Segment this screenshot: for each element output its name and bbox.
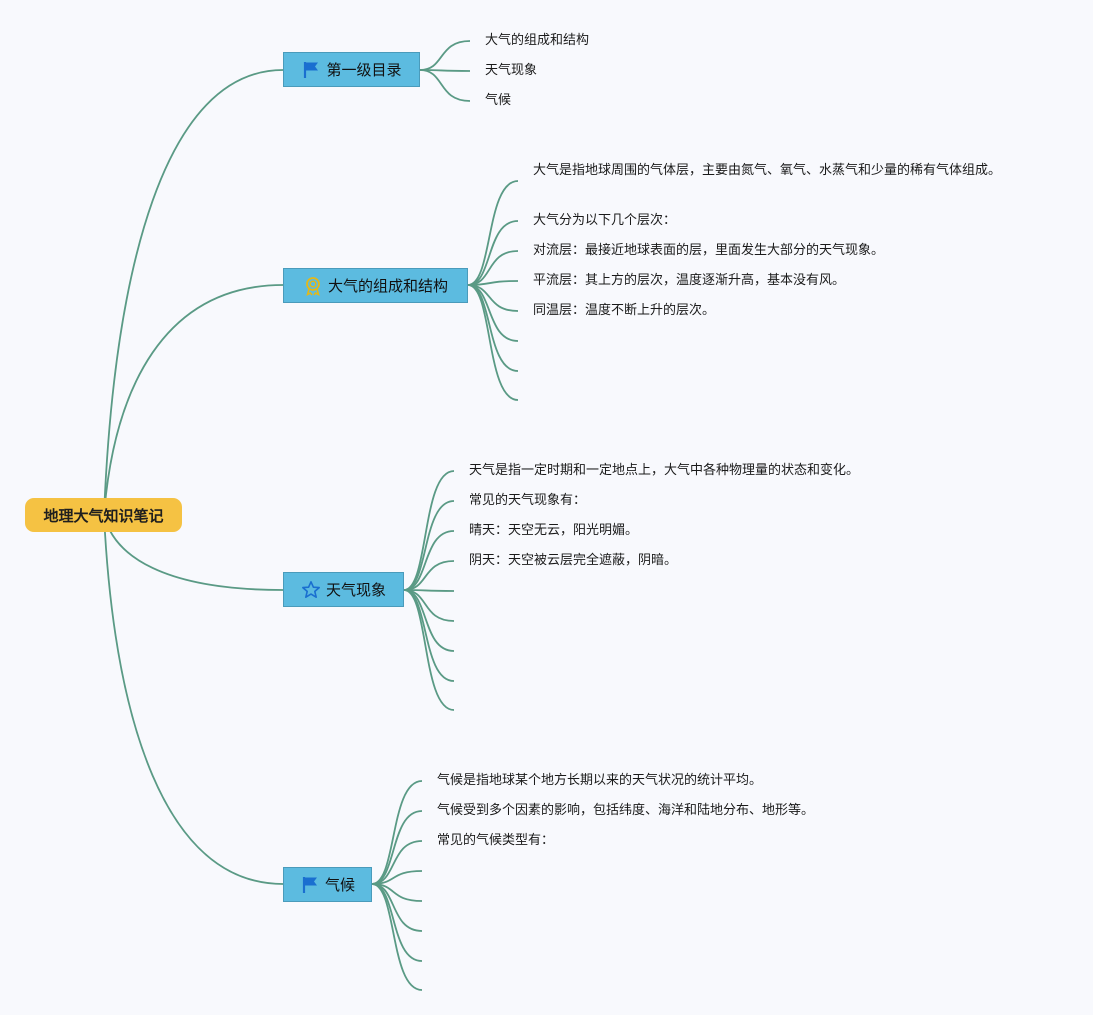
leaf-branch-line (371, 780, 423, 885)
root-topic-label: 地理大气知识笔记 (43, 506, 164, 525)
topic-label: 第一级目录 (326, 61, 402, 79)
leaf-branch-line (419, 69, 471, 102)
leaf-branch-line (371, 883, 423, 932)
leaf-note[interactable]: 阴天：天空被云层完全遮蔽，阴暗。 (469, 553, 678, 568)
leaf-branch-line (371, 883, 423, 991)
star-icon (301, 580, 321, 600)
leaf-note[interactable]: 同温层：温度不断上升的层次。 (533, 303, 716, 318)
flag-icon (301, 60, 321, 80)
leaf-note[interactable]: 常见的天气现象有： (469, 493, 587, 508)
root-branch-line (103, 69, 284, 516)
leaf-directory-item[interactable]: 大气的组成和结构 (485, 33, 590, 48)
topic-label: 天气现象 (325, 581, 386, 599)
leaf-branch-line (467, 284, 519, 342)
root-topic[interactable]: 地理大气知识笔记 (25, 498, 182, 532)
topic-weather-phenomena[interactable]: 天气现象 (283, 572, 404, 607)
leaf-note[interactable]: 对流层：最接近地球表面的层，里面发生大部分的天气现象。 (533, 243, 885, 258)
topic-label: 大气的组成和结构 (327, 277, 448, 295)
leaf-note[interactable]: 大气分为以下几个层次： (533, 213, 677, 228)
topic-climate[interactable]: 气候 (283, 867, 372, 902)
leaf-note[interactable]: 气候是指地球某个地方长期以来的天气状况的统计平均。 (437, 773, 763, 788)
flag-icon (300, 875, 320, 895)
leaf-branch-line (371, 810, 423, 885)
leaf-branch-line (467, 284, 519, 401)
leaf-branch-line (403, 500, 455, 591)
leaf-branch-line (467, 180, 519, 286)
leaf-branch-line (403, 530, 455, 591)
leaf-branch-line (467, 220, 519, 286)
leaf-note[interactable]: 大气是指地球周围的气体层，主要由氮气、氧气、水蒸气和少量的稀有气体组成。 (533, 163, 1002, 178)
root-branch-line (103, 514, 284, 885)
topic-label: 气候 (324, 876, 355, 894)
root-branch-line (103, 284, 284, 516)
leaf-note[interactable]: 平流层：其上方的层次，温度逐渐升高，基本没有风。 (533, 273, 846, 288)
topic-atmosphere-composition[interactable]: 大气的组成和结构 (283, 268, 468, 303)
leaf-note[interactable]: 晴天：天空无云，阳光明媚。 (469, 523, 639, 538)
leaf-branch-line (419, 40, 471, 71)
leaf-directory-item[interactable]: 天气现象 (485, 63, 538, 78)
badge-icon (303, 276, 323, 296)
leaf-directory-item[interactable]: 气候 (485, 93, 512, 108)
leaf-note[interactable]: 常见的气候类型有： (437, 833, 555, 848)
leaf-branch-line (403, 589, 455, 711)
leaf-branch-line (403, 470, 455, 591)
leaf-branch-line (371, 840, 423, 885)
leaf-note[interactable]: 气候受到多个因素的影响，包括纬度、海洋和陆地分布、地形等。 (437, 803, 815, 818)
leaf-note[interactable]: 天气是指一定时期和一定地点上，大气中各种物理量的状态和变化。 (469, 463, 860, 478)
topic-first-level-directory[interactable]: 第一级目录 (283, 52, 420, 87)
